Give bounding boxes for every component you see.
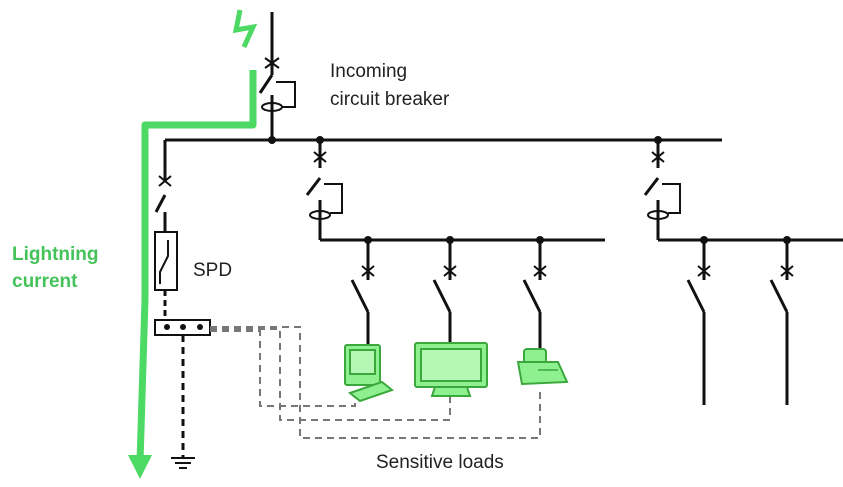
desktop-computer-icon (344, 344, 395, 403)
feeder-1-outgoing-circuits (350, 240, 547, 350)
sensitive-loads-label: Sensitive loads (376, 452, 504, 473)
lightning-current-line (136, 70, 257, 463)
earth-terminal-bar (154, 319, 211, 458)
lightning-label-line1: Lightning (12, 244, 99, 265)
spd-label: SPD (193, 260, 233, 281)
monitor-icon (414, 342, 488, 397)
circuit-breaker-icon (324, 183, 343, 214)
earth-ground-icon (171, 457, 195, 469)
fax-machine-icon (516, 348, 569, 386)
incoming-label-line2: circuit breaker (330, 89, 450, 110)
incoming-supply (258, 12, 296, 140)
earth-connection-dashed (210, 326, 541, 439)
incoming-label-line1: Incoming (330, 61, 408, 82)
junction-dot (268, 136, 276, 144)
lightning-bolt-icon (232, 9, 258, 49)
feeder-1 (305, 140, 605, 242)
lightning-label-line2: current (12, 271, 78, 292)
circuit-breaker-icon (662, 183, 681, 214)
feeder-2 (643, 140, 843, 242)
lightning-arrow-head (128, 455, 152, 479)
main-busbar (163, 138, 722, 180)
incoming-breaker-contact (258, 74, 274, 94)
feeder-2-outgoing-circuits (686, 240, 794, 405)
lightning-current-path (128, 9, 258, 479)
spd-branch (154, 175, 178, 320)
circuit-breaker-icon (276, 81, 296, 108)
